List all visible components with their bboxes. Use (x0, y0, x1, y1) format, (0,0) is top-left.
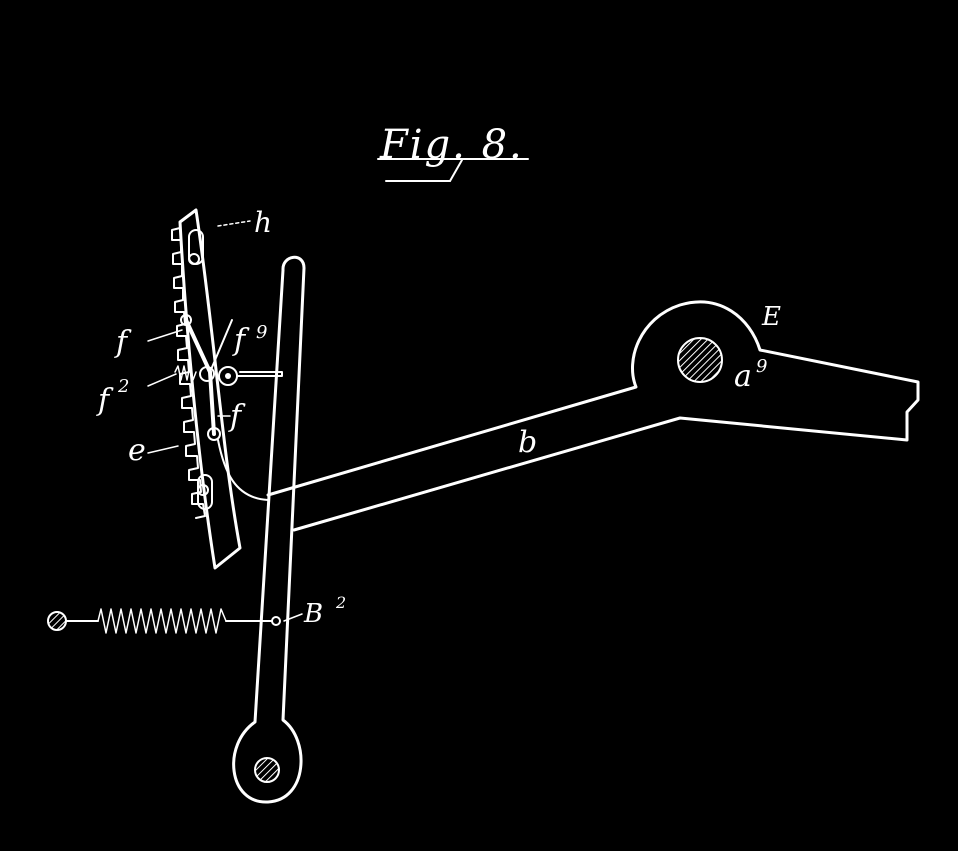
spring-attach-point (271, 616, 281, 626)
rack-e (171, 208, 242, 570)
lever-b (266, 300, 920, 532)
label-b: b (518, 425, 537, 460)
label-f2-superscript: 2 (117, 376, 129, 397)
figure-title: Fig. 8. (377, 122, 529, 182)
label-f9: f (232, 323, 250, 358)
pawl-f-upper (184, 318, 212, 374)
leader-f-upper (147, 329, 183, 342)
title-underline-tick (449, 159, 463, 182)
label-h: h (254, 206, 272, 239)
rack-plate-outline (178, 208, 242, 570)
label-B2-superscript: 2 (335, 593, 346, 612)
leader-e (147, 445, 179, 454)
bracket-to-lever (217, 439, 269, 501)
leader-B2 (283, 613, 303, 622)
rack-lower-pin (197, 484, 209, 496)
label-f2: f (96, 383, 114, 418)
pawl-lower-pivot (207, 427, 221, 441)
pivot-f9-center (225, 373, 231, 379)
label-E: E (761, 302, 781, 332)
label-a9-superscript: 9 (756, 356, 767, 377)
label-f9-superscript: 9 (256, 322, 267, 343)
pawl-hub (199, 366, 215, 382)
hand-lever-pivot (254, 757, 280, 783)
leader-lines (147, 220, 303, 622)
leader-h (217, 220, 251, 227)
hand-lever-outline (232, 255, 306, 804)
spring-f2 (174, 365, 197, 381)
pawl-assembly (174, 314, 283, 501)
rack-teeth (171, 227, 206, 519)
hand-lever-B2 (232, 255, 306, 804)
shaft-a9 (677, 337, 723, 383)
label-f-upper: f (114, 325, 132, 360)
pawl-upper-pivot (180, 314, 192, 326)
lever-b-outline (266, 300, 920, 532)
pawl-f-lower (208, 370, 216, 436)
figure-title-text: Fig. 8. (379, 122, 524, 168)
pawl-f9-arm (209, 319, 233, 373)
label-e: e (128, 433, 146, 468)
pull-spring (47, 608, 281, 634)
rack-upper-pin (188, 253, 200, 265)
leader-f2 (147, 373, 177, 387)
pivot-bracket (236, 371, 283, 377)
label-a9: a (734, 359, 752, 394)
spring-coils (97, 608, 227, 634)
label-f-lower: f (228, 399, 246, 434)
spring-anchor (47, 611, 67, 631)
label-B2: B (303, 599, 323, 629)
